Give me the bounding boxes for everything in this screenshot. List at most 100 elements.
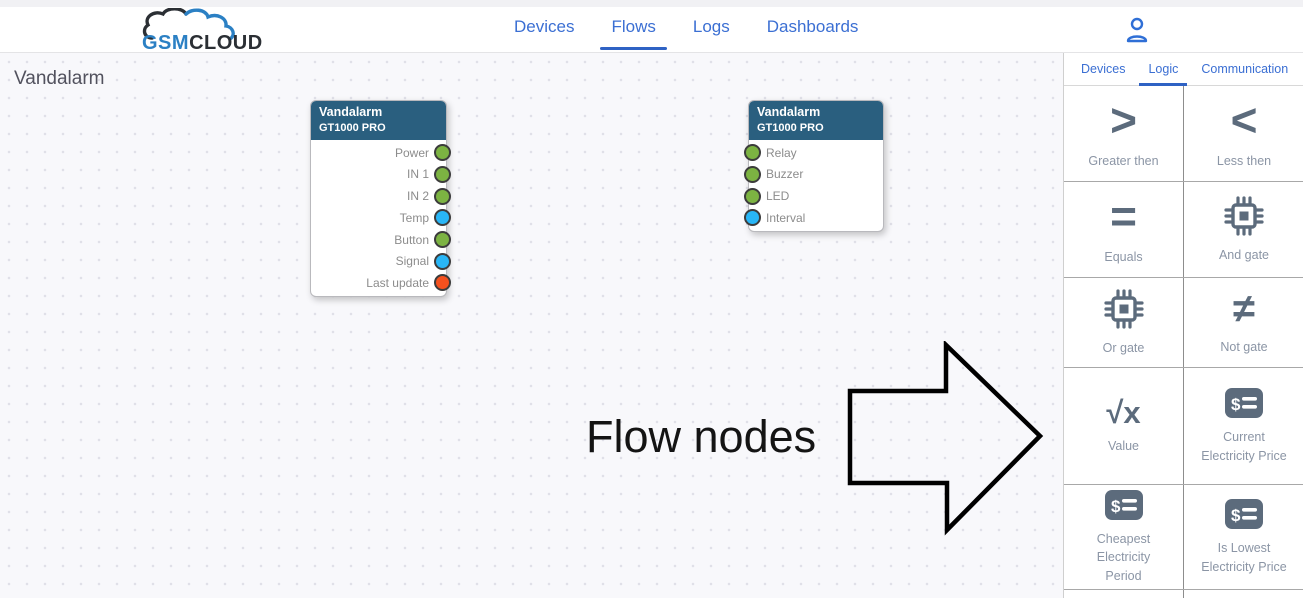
node-subtitle: GT1000 PRO [319,121,386,134]
svg-text:$: $ [1231,506,1241,525]
port-label: Signal [395,254,429,269]
chip-icon [1223,195,1265,237]
palette-item-or-gate[interactable]: Or gate [1064,278,1184,367]
port-connector[interactable] [743,144,761,162]
port-connector[interactable] [433,231,451,249]
tab-communication[interactable]: Communication [1201,62,1289,76]
node-body: Relay Buzzer LED Interval [743,140,883,229]
port-relay: Relay [743,142,883,164]
port-temp: Temp [311,207,451,229]
port-in1: IN 1 [311,164,451,186]
palette-item-label: Is Lowest Electricity Price [1201,541,1287,574]
node-header[interactable]: Vandalarm GT1000 PRO [311,101,446,140]
port-connector[interactable] [433,144,451,162]
port-connector[interactable] [433,252,451,270]
tab-devices[interactable]: Devices [1081,62,1126,76]
price-icon: $ [1104,489,1144,521]
logo-text: GSMCLOUD [142,32,263,55]
palette-item-label: Equals [1104,249,1143,264]
not-equal-icon: ≠ [1233,286,1255,331]
port-power: Power [311,142,451,164]
chip-icon [1103,288,1145,330]
flow-title: Vandalarm [14,68,105,89]
palette-item-and-gate[interactable]: And gate [1184,182,1303,277]
cloud-logo-icon [142,7,235,41]
palette-item-not-gate[interactable]: ≠ Not gate [1184,278,1303,367]
port-connector[interactable] [433,274,451,292]
port-signal: Signal [311,250,451,272]
svg-text:$: $ [1231,395,1241,414]
node-subtitle: GT1000 PRO [757,121,824,134]
equals-icon: = [1110,189,1137,242]
palette-item-greater-then[interactable]: > Greater then [1064,86,1184,181]
svg-text:$: $ [1111,497,1121,516]
palette-row: Or gate ≠ Not gate [1064,278,1303,368]
port-label: Power [394,145,429,160]
nav-item-dashboards[interactable]: Dashboards [766,17,859,36]
logo-cloud: CLOUD [189,32,263,54]
palette-item-label: Not gate [1220,339,1268,354]
port-label: IN 2 [406,189,429,204]
port-label: Buzzer [766,167,804,182]
palette-grid: > Greater then < Less then = Equals [1064,86,1303,598]
port-connector[interactable] [433,209,451,227]
port-label: Interval [766,210,806,225]
port-connector[interactable] [743,165,761,183]
palette-item-value[interactable]: √x Value [1064,368,1184,484]
palette-item-current-electricity-price[interactable]: $ Current Electricity Price [1184,368,1303,484]
palette-item-label: Greater then [1088,153,1159,168]
less-than-icon: < [1230,93,1258,146]
right-arrow-icon [847,341,1044,536]
flow-nodes-annotation: Flow nodes [586,411,817,462]
port-label: Temp [399,210,429,225]
tab-logic[interactable]: Logic [1139,62,1188,86]
greater-than-icon: > [1110,93,1137,146]
palette-item-label: Less then [1216,153,1272,168]
port-connector[interactable] [743,209,761,227]
main-nav: Devices Flows Logs Dashboards [514,17,859,50]
palette-item-label: Current Electricity Price [1201,430,1287,463]
palette-row-partial [1064,590,1303,598]
node-header[interactable]: Vandalarm GT1000 PRO [749,101,883,140]
flow-node-device-outputs[interactable]: Vandalarm GT1000 PRO Power IN 1 IN 2 Tem… [310,100,451,297]
palette-item-label: Or gate [1102,340,1145,355]
user-account-button[interactable] [1120,11,1154,49]
port-interval: Interval [743,207,883,229]
port-connector[interactable] [433,165,451,183]
node-body: Power IN 1 IN 2 Temp Button [311,140,451,294]
port-label: Button [394,232,429,247]
port-label: Last update [366,275,429,290]
window-chrome-strip [0,0,1303,7]
port-label: IN 1 [406,167,429,182]
user-icon [1126,17,1148,43]
nav-item-logs[interactable]: Logs [692,17,730,36]
nav-item-flows[interactable]: Flows [600,17,668,50]
node-title: Vandalarm [319,105,383,119]
port-connector[interactable] [433,187,451,205]
node-title: Vandalarm [757,105,821,119]
palette-item-less-then[interactable]: < Less then [1184,86,1303,181]
palette-item-label: Value [1107,438,1140,453]
price-icon: $ [1224,387,1264,419]
top-navbar: GSMCLOUD Devices Flows Logs Dashboards [0,7,1303,55]
palette-row: = Equals [1064,182,1303,278]
palette-row: √x Value $ Current Electricity Price [1064,368,1303,485]
flow-canvas[interactable]: Vandalarm Vandalarm GT1000 PRO Power IN … [0,53,1063,598]
logo-gsm: GSM [142,32,190,54]
sqrt-icon: √x [1106,394,1141,430]
palette-row: > Greater then < Less then [1064,86,1303,182]
port-connector[interactable] [743,187,761,205]
palette-cell-empty [1064,590,1184,598]
node-palette-sidebar: Devices Logic Communication > Greater th… [1063,53,1303,598]
palette-item-cheapest-electricity-period[interactable]: $ Cheapest Electricity Period [1064,485,1184,589]
price-icon: $ [1224,498,1264,530]
palette-item-is-lowest-electricity-price[interactable]: $ Is Lowest Electricity Price [1184,485,1303,589]
flow-node-device-inputs[interactable]: Vandalarm GT1000 PRO Relay Buzzer LED [743,100,884,232]
palette-item-equals[interactable]: = Equals [1064,182,1184,277]
palette-item-label: Cheapest Electricity Period [1096,532,1151,583]
palette-row: $ Cheapest Electricity Period $ [1064,485,1303,590]
nav-item-devices[interactable]: Devices [514,17,575,36]
palette-tabs: Devices Logic Communication [1064,53,1303,86]
gsmcloud-logo[interactable]: GSMCLOUD [140,7,272,55]
